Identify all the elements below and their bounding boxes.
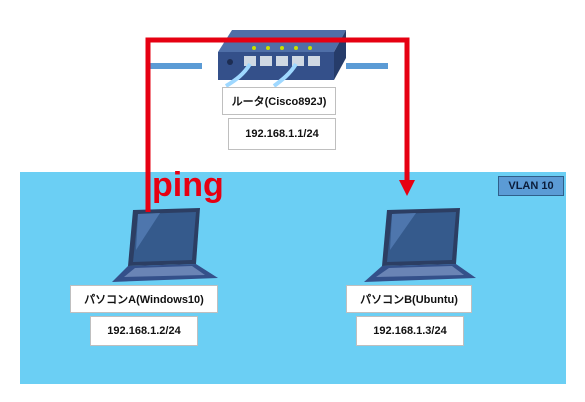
ping-arrow-head (399, 180, 415, 196)
ping-arrow (145, 37, 410, 212)
vlan-label: VLAN 10 (498, 176, 564, 196)
pc-a-name-label: パソコンA(Windows10) (70, 285, 218, 313)
ping-label: ping (152, 166, 224, 204)
router-ip-label: 192.168.1.1/24 (228, 118, 336, 150)
pc-a-ip-label: 192.168.1.2/24 (90, 316, 198, 346)
pc-b-ip-label: 192.168.1.3/24 (356, 316, 464, 346)
pc-b-name-label: パソコンB(Ubuntu) (346, 285, 472, 313)
cable-left (224, 62, 252, 88)
laptop-b-icon (364, 208, 476, 282)
cable-right (272, 62, 298, 88)
router-name-label: ルータ(Cisco892J) (222, 87, 336, 115)
laptop-a-icon (112, 208, 218, 282)
